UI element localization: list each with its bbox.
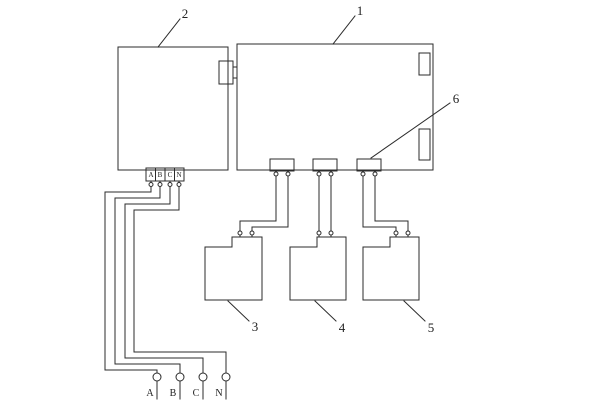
wire-load3-left (239, 175, 277, 232)
load-5-box (362, 236, 420, 301)
inter-unit-connector (218, 60, 238, 85)
wire-load5-right (374, 175, 409, 232)
input-block-letter-b: B (158, 171, 163, 179)
input-block-letter-a: A (148, 171, 153, 179)
leader-line-5 (403, 300, 426, 322)
load-wiring (239, 175, 409, 232)
output-block-right (356, 158, 382, 172)
leader-line-2 (157, 18, 181, 48)
input-block-letter-n: N (176, 171, 181, 179)
leader-line-1 (332, 15, 356, 45)
output-terminal-blocks (269, 158, 382, 177)
unit-1-side-modules (418, 52, 431, 161)
wire-phase-b (114, 186, 181, 374)
bottom-terminal-row (152, 372, 231, 400)
unit-1-box (236, 43, 434, 171)
bottom-terminal-letter-n: N (215, 388, 222, 399)
wire-load3-right (251, 175, 289, 232)
wire-phase-a (104, 186, 158, 374)
output-block-left (269, 158, 295, 172)
leader-line-6 (370, 102, 451, 159)
side-module-top (418, 52, 431, 76)
bottom-terminal-letter-b: B (170, 388, 177, 399)
leader-line-4 (314, 300, 337, 322)
wire-neutral (133, 186, 227, 374)
load-4-box (289, 236, 347, 301)
leader-line-3 (227, 300, 250, 322)
output-block-middle (312, 158, 338, 172)
callout-label-4: 4 (339, 320, 346, 335)
unit-2-box (117, 46, 229, 171)
load-3-box (204, 236, 263, 301)
callout-label-3: 3 (252, 319, 259, 334)
callout-label-6: 6 (453, 91, 460, 106)
wire-phase-c (124, 186, 204, 374)
callout-label-5: 5 (428, 320, 435, 335)
bottom-terminal-letter-c: C (193, 388, 200, 399)
callout-label-1: 1 (357, 3, 364, 18)
load-input-terminals (237, 230, 411, 238)
callout-label-2: 2 (182, 6, 189, 21)
bottom-terminal-letter-a: A (146, 388, 154, 399)
wire-load5-left (362, 175, 397, 232)
side-module-bottom (418, 128, 431, 161)
input-block-letter-c: C (168, 171, 173, 179)
feeder-wiring (104, 186, 227, 374)
